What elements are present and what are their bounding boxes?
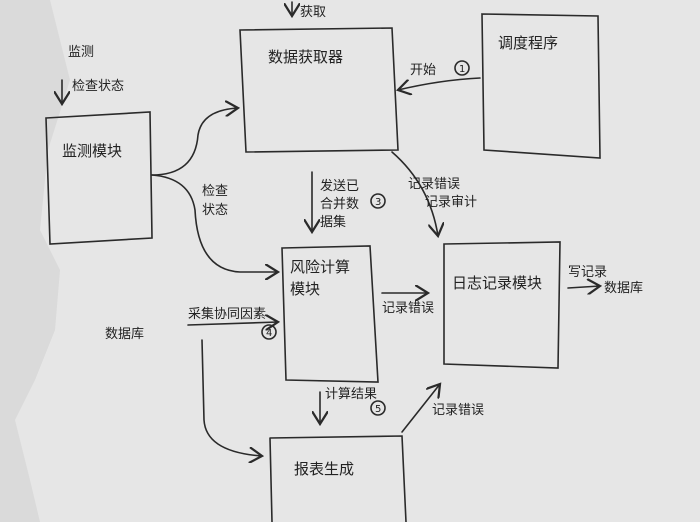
check-status-top-label: 检查状态 [72, 79, 124, 94]
step-3-number: 3 [375, 197, 381, 208]
paper-edge-shadow [0, 0, 70, 522]
to-report-arrow [201, 339, 262, 456]
data-fetcher-label: 数据获取器 [268, 48, 343, 66]
start-label: 开始 [410, 63, 436, 78]
write-record-label: 写记录 [568, 265, 607, 280]
send-label-1: 发送已 [320, 178, 359, 194]
scheduler-box [481, 13, 601, 159]
monitor-to-risk-arrow [151, 174, 278, 272]
log-error-audit-label-2: 记录审计 [425, 195, 477, 210]
start-arrow [398, 77, 481, 90]
risk-calc-label-2: 模块 [290, 280, 320, 298]
step-4-circle [261, 324, 277, 340]
step-1-circle [454, 60, 470, 76]
calc-result-label: 计算结果 [325, 387, 377, 402]
check-status-label-2: 状态 [202, 203, 228, 218]
report-label: 报表生成 [294, 460, 354, 478]
logger-box [443, 241, 561, 369]
step-3-circle [370, 193, 386, 209]
log-error-mid-label: 记录错误 [382, 301, 434, 316]
data-fetcher-box [239, 27, 399, 153]
report-box [269, 435, 407, 522]
send-label-2: 合并数 [320, 197, 359, 212]
database-right-label: 数据库 [604, 280, 643, 296]
logger-label: 日志记录模块 [452, 274, 542, 292]
database-left-label: 数据库 [105, 326, 144, 342]
monitor-to-fetcher-arrow [151, 108, 238, 176]
monitor-box [45, 111, 153, 245]
log-error-audit-label-1: 记录错误 [408, 177, 460, 192]
send-label-3: 据集 [320, 214, 346, 230]
step-5-number: 5 [375, 404, 381, 415]
risk-calc-box [281, 245, 379, 383]
collect-factors-label: 采集协同因素 [188, 306, 266, 322]
collect-factors-arrow [187, 322, 278, 325]
check-status-label-1: 检查 [202, 184, 228, 199]
risk-calc-label-1: 风险计算 [290, 258, 350, 276]
step-5-circle [370, 400, 386, 416]
fetcher-to-logger-arrow [391, 151, 438, 236]
step-4-number: 4 [266, 328, 272, 339]
scheduler-label: 调度程序 [498, 34, 558, 52]
write-record-arrow [567, 286, 600, 288]
report-to-logger-arrow [401, 384, 440, 433]
fetch-label: 获取 [300, 5, 326, 20]
log-error-bottom-label: 记录错误 [432, 403, 484, 418]
monitor-label: 监测 [68, 45, 94, 60]
step-1-number: 1 [459, 64, 465, 75]
monitor-box-label: 监测模块 [62, 142, 122, 160]
